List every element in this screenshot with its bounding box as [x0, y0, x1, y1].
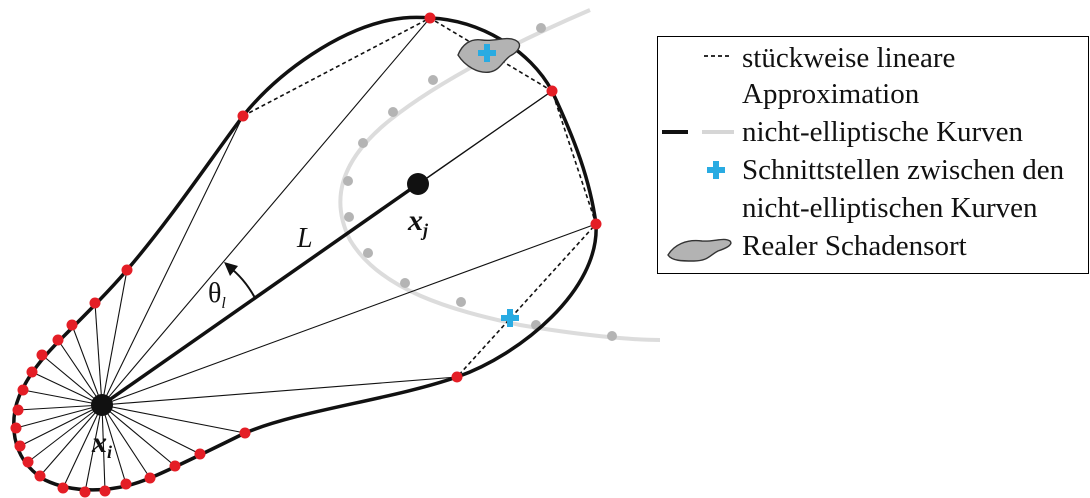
label-xi: xi [91, 426, 112, 462]
label-theta: θl [208, 278, 226, 312]
radial-line [62, 404, 103, 489]
sample-point [121, 264, 133, 276]
sample-point [79, 486, 91, 498]
length-axis-L [100, 182, 420, 407]
curve-sample-points [10, 12, 602, 498]
radial-line [101, 17, 431, 406]
sample-point [237, 110, 249, 122]
sample-point [169, 460, 181, 472]
radial-lines [15, 17, 597, 493]
gray-curve-point [607, 331, 617, 341]
gray-curve-point [363, 248, 373, 258]
legend-item-linear-approximation: stückweise lineare [658, 43, 1088, 73]
legend-label-line2: Approximation [742, 78, 920, 110]
gray-curve-point [456, 297, 466, 307]
sample-point [120, 478, 132, 490]
gray-curve-point [358, 138, 368, 148]
sample-point [590, 218, 602, 230]
sample-point [194, 448, 206, 460]
radial-line [19, 404, 103, 447]
legend-item-intersections: Schnittstellen zwischen den [658, 155, 1088, 185]
sample-point [451, 371, 463, 383]
sample-point [57, 482, 69, 494]
legend-label-line2: nicht-elliptischen Kurven [742, 192, 1038, 224]
sample-point [36, 349, 48, 361]
label-xj: xj [407, 204, 429, 240]
legend-item-non-elliptic-curves: nicht-elliptische Kurven [658, 117, 1088, 147]
radial-line [101, 404, 127, 485]
curve-lines-icon [662, 130, 734, 134]
dashed-line-icon [704, 55, 732, 57]
legend-label-line1: Schnittstellen zwischen den [742, 154, 1065, 186]
sample-point [52, 334, 64, 346]
sample-point [424, 12, 436, 24]
blue-cross-icon [707, 161, 725, 179]
gray-curve-point [343, 176, 353, 186]
intersection-cross [478, 44, 496, 62]
sample-point [546, 85, 558, 97]
radial-line [39, 404, 103, 477]
radial-line [101, 376, 458, 406]
radial-line [84, 404, 103, 493]
intersection-cross [501, 309, 519, 327]
label-L: L [296, 223, 313, 254]
theta-arrow-head [224, 262, 238, 276]
legend-label: Realer Schadensort [742, 230, 967, 262]
gray-curve-point [400, 278, 410, 288]
point-xi [91, 394, 113, 416]
radial-line [17, 404, 103, 411]
radial-line [417, 90, 553, 185]
sample-point [17, 384, 29, 396]
sample-point [89, 297, 101, 309]
radial-line [101, 223, 597, 406]
legend-item-intersections-cont: nicht-elliptischen Kurven [658, 193, 1088, 223]
gray-curve-point [428, 75, 438, 85]
sample-point [144, 472, 156, 484]
legend-label-line1: stückweise lineare [742, 42, 956, 74]
radial-line [41, 354, 103, 406]
radial-line [101, 404, 106, 492]
sample-point [14, 440, 26, 452]
legend-item-linear-approximation-cont: Approximation [658, 79, 1088, 109]
sample-point [239, 427, 251, 439]
radial-line [71, 324, 103, 406]
legend: stückweise lineare Approximation nicht-e… [657, 36, 1089, 274]
sample-point [26, 366, 38, 378]
sample-point [99, 485, 111, 497]
radial-line [101, 269, 128, 406]
radial-line [101, 404, 201, 455]
gray-curve-point [344, 212, 354, 222]
legend-item-damage-location: Realer Schadensort [658, 230, 1088, 262]
radial-line [101, 404, 246, 434]
sample-point [66, 319, 78, 331]
radial-line [57, 339, 103, 406]
radial-line [22, 389, 103, 406]
damage-shape-icon [667, 238, 732, 262]
gray-non-elliptic-curve [338, 8, 661, 342]
radial-line [101, 404, 151, 479]
radial-line [27, 404, 103, 463]
radial-line [31, 371, 103, 406]
sample-point [10, 422, 22, 434]
radial-line [101, 404, 176, 467]
radial-line [101, 115, 244, 406]
radial-line [94, 302, 103, 406]
radial-line [15, 404, 103, 429]
point-xj [407, 173, 429, 195]
gray-curve-point [536, 23, 546, 33]
sample-point [34, 470, 46, 482]
sample-point [12, 404, 24, 416]
sample-point [22, 456, 34, 468]
gray-curve-point [388, 107, 398, 117]
gray-curve-points [343, 23, 617, 341]
legend-label: nicht-elliptische Kurven [742, 116, 1024, 148]
